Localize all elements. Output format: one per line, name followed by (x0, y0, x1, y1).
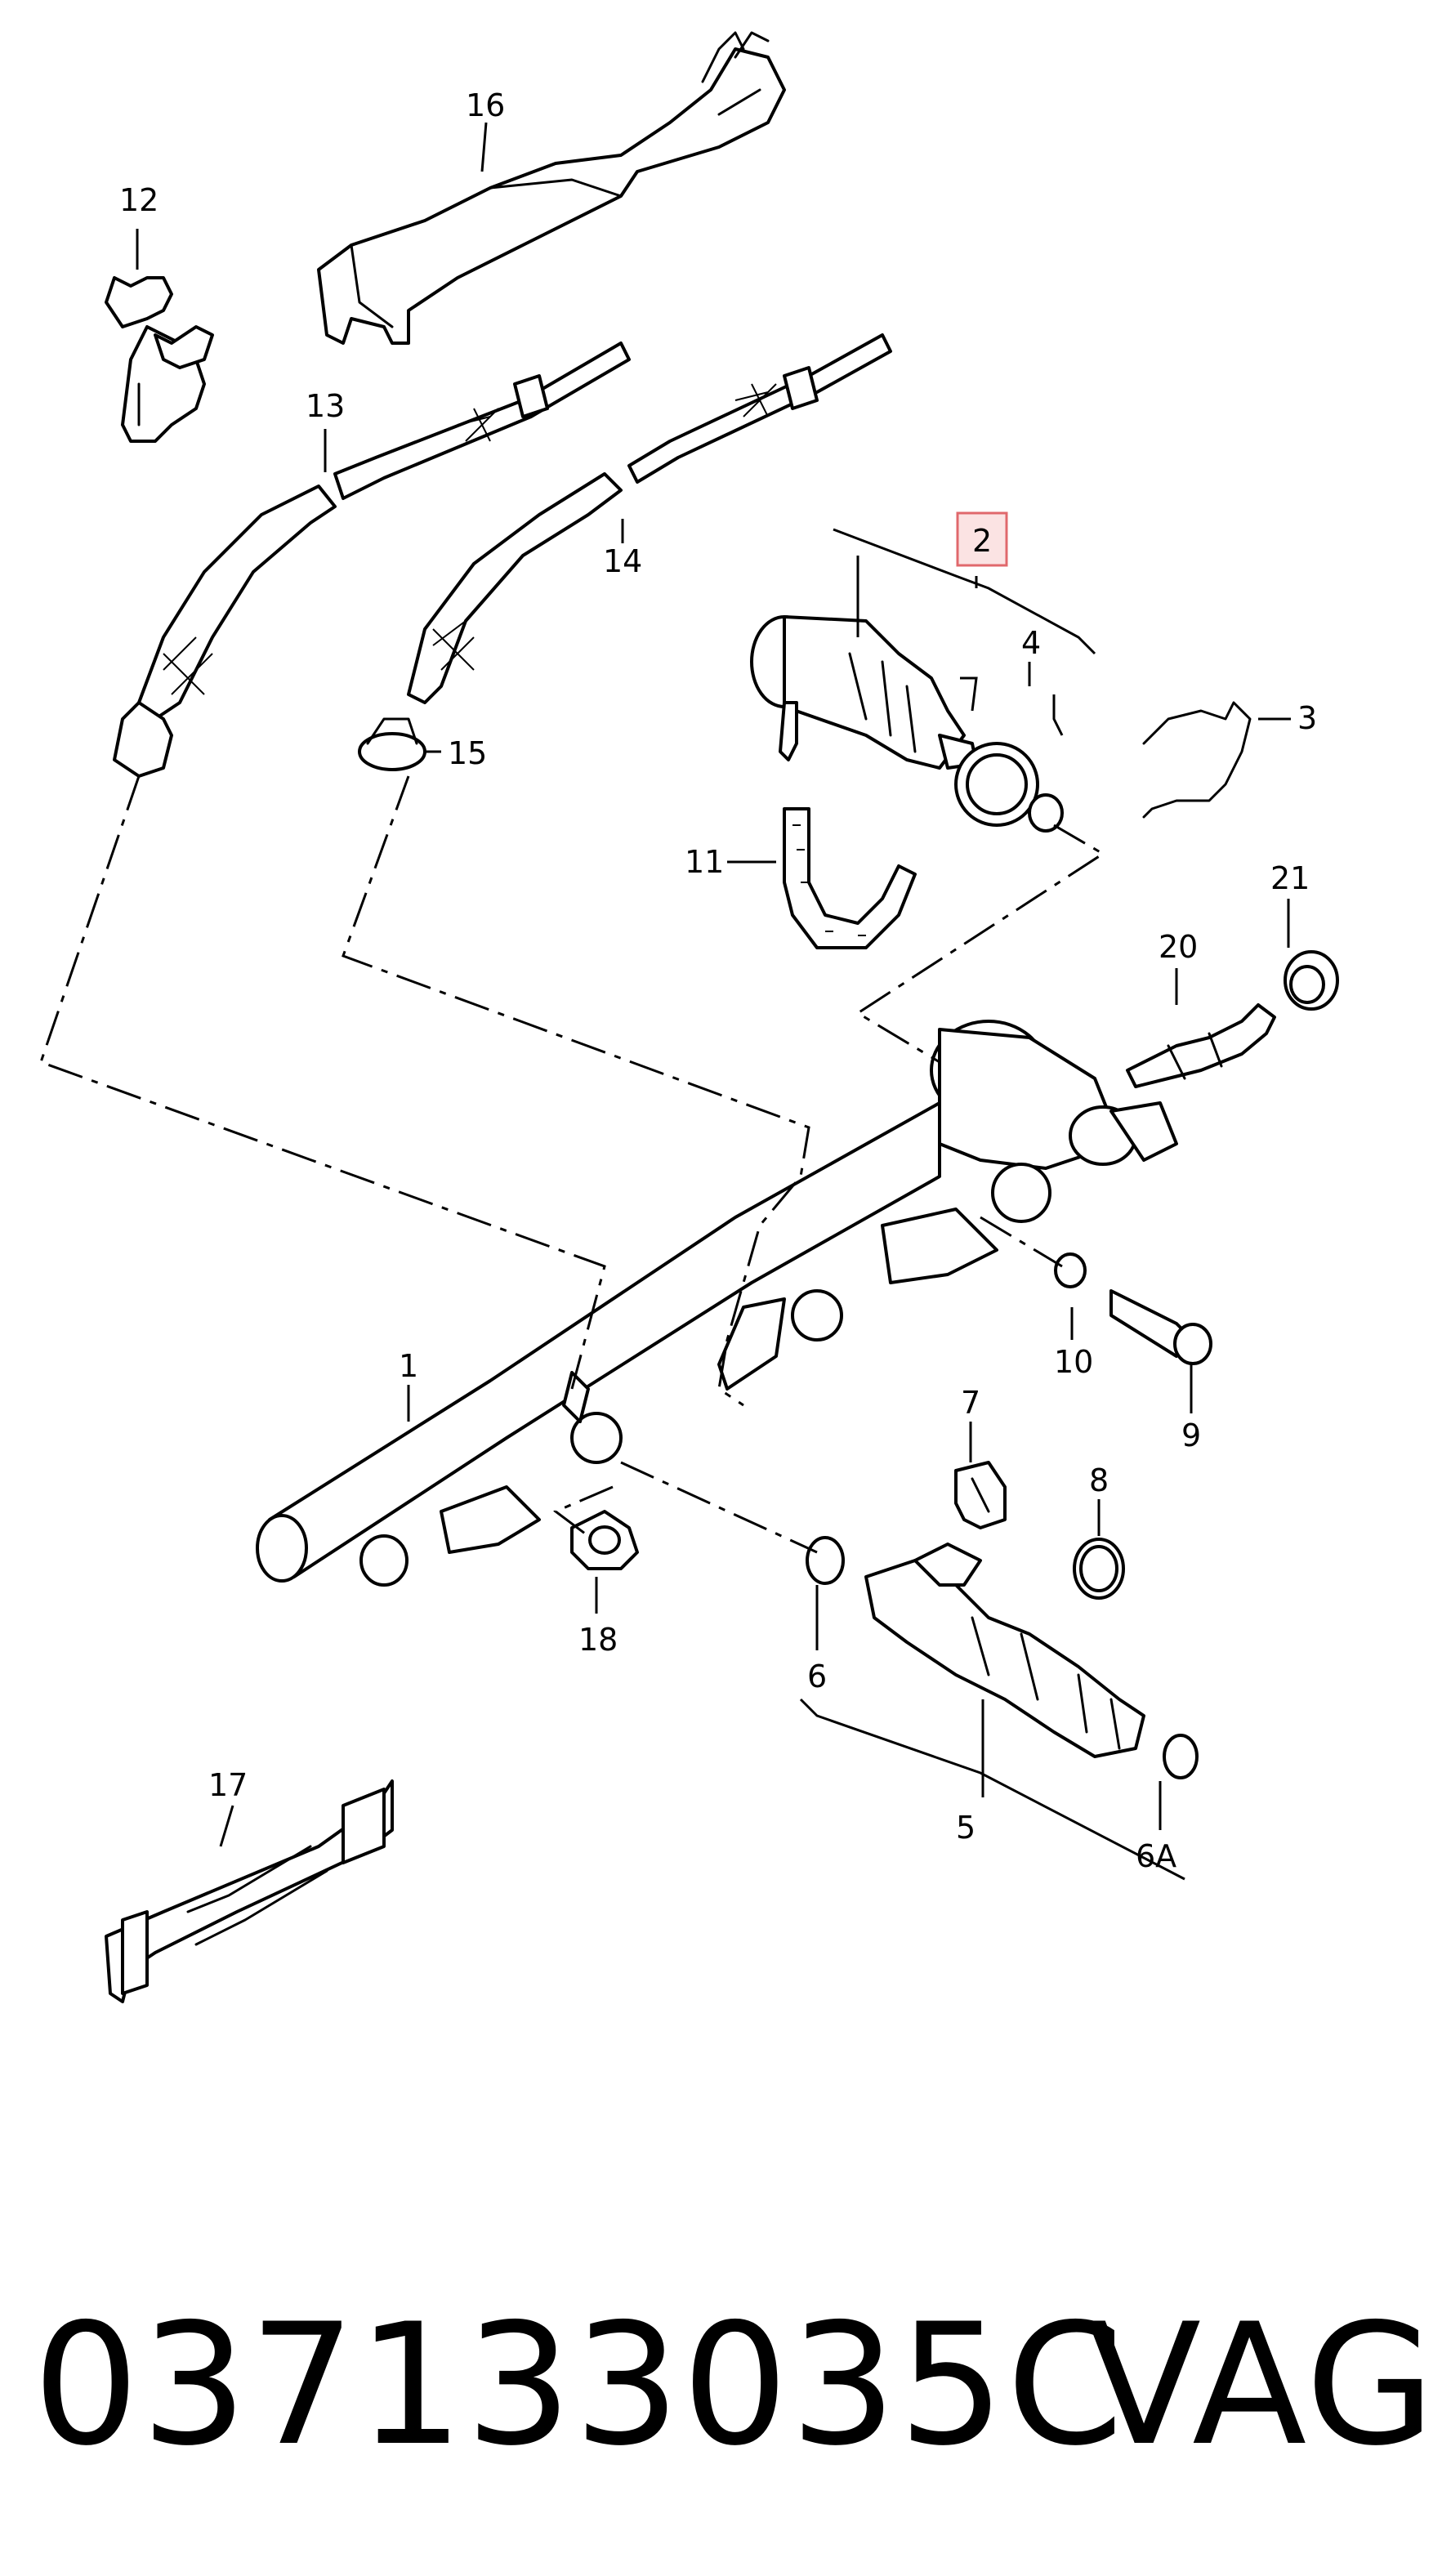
part-12-clip (105, 276, 214, 443)
callout-1[interactable]: 1 (399, 1348, 418, 1384)
callout-21[interactable]: 21 (1270, 860, 1310, 896)
part-14-fuel-hose (407, 333, 892, 704)
part-13-fuel-hose (113, 342, 631, 778)
assembly-lines (39, 775, 1105, 1554)
part-4-o-rings (954, 742, 1064, 833)
callout-2-highlight (956, 511, 1008, 567)
part-number: 037133035C (33, 2288, 1125, 2483)
part-number-caption: 037133035C VAG (33, 2279, 1435, 2492)
part-6-o-ring (806, 1536, 845, 1585)
callout-12[interactable]: 12 (119, 182, 158, 218)
brand-name: VAG (1087, 2288, 1437, 2483)
callout-11[interactable]: 11 (685, 844, 724, 880)
part-20-test-valve (1126, 1003, 1276, 1088)
part-15-hose-clamp (358, 717, 426, 771)
callout-4[interactable]: 4 (1021, 625, 1041, 661)
callout-9[interactable]: 9 (1181, 1417, 1201, 1453)
callout-16[interactable]: 16 (466, 87, 505, 123)
part-3-retaining-clip (1142, 701, 1252, 819)
part-5-injector (864, 1542, 1145, 1758)
leader-lines (136, 122, 1291, 1847)
callout-6a[interactable]: 6A (1136, 1838, 1176, 1874)
callout-8[interactable]: 8 (1089, 1462, 1109, 1498)
callout-15[interactable]: 15 (448, 735, 487, 771)
part-9-bolt (1109, 1289, 1212, 1365)
exploded-parts-diagram: 16 12 13 14 15 2 4 3 11 21 20 1 10 9 7 8… (39, 31, 1339, 2003)
part-6a-o-ring (1163, 1734, 1199, 1779)
part-17-bracket (105, 1779, 394, 2003)
part-18-nut (570, 1510, 639, 1570)
part-11-vacuum-hose (783, 807, 917, 949)
callout-5[interactable]: 5 (956, 1810, 976, 1846)
callout-17[interactable]: 17 (208, 1767, 248, 1803)
callout-7[interactable]: 7 (961, 1385, 980, 1421)
part-8-seal (1073, 1538, 1125, 1600)
callout-14[interactable]: 14 (603, 543, 642, 579)
part-16-engine-cover (317, 31, 786, 345)
group-brackets (799, 528, 1185, 1881)
callout-6[interactable]: 6 (807, 1659, 827, 1694)
callout-18[interactable]: 18 (578, 1622, 618, 1658)
part-10-washer (1054, 1252, 1087, 1288)
part-21-cap (1284, 950, 1339, 1011)
callout-20[interactable]: 20 (1159, 929, 1198, 965)
callout-10[interactable]: 10 (1054, 1344, 1093, 1380)
part-1-fuel-rail (256, 1020, 1178, 1587)
part-7-clip (954, 1461, 1007, 1529)
callout-2[interactable]: 2 (972, 523, 992, 559)
part-2-pressure-regulator (750, 615, 978, 770)
callout-13[interactable]: 13 (306, 388, 345, 424)
callout-3[interactable]: 3 (1297, 700, 1317, 736)
